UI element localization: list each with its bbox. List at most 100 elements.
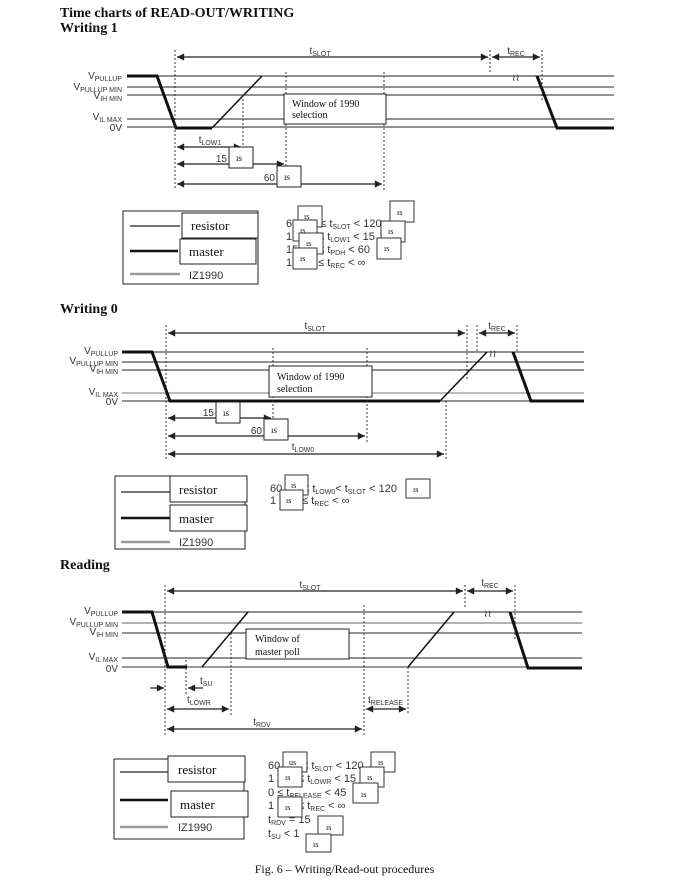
- svg-text:ıs: ıs: [285, 773, 290, 782]
- svg-text:0V: 0V: [106, 397, 119, 408]
- svg-text:ıs: ıs: [300, 254, 305, 263]
- legend-master-label: master: [179, 511, 214, 526]
- svg-text:ıs: ıs: [300, 226, 305, 235]
- svg-text:VIL MAX: VIL MAX: [89, 652, 119, 664]
- svg-text:ıs: ıs: [285, 803, 290, 812]
- legend-master-label: master: [189, 244, 224, 259]
- t-rec-label: tREC: [488, 321, 506, 333]
- svg-text:ıs: ıs: [236, 153, 243, 163]
- master-signal: [127, 74, 212, 130]
- unit-box: [276, 165, 302, 188]
- writing-1-diagram: VPULLUP VPULLUP MIN VIH MIN VIL MAX 0V ≀…: [73, 46, 614, 285]
- constraint-row: 1≤ tREC < ∞: [286, 257, 365, 270]
- voltage-level-labels: VPULLUP VPULLUP MIN VIH MIN VIL MAX 0V: [69, 346, 118, 408]
- constraint-row: 1≤ tREC < ∞: [268, 800, 345, 813]
- t-su-label: tSU: [200, 676, 213, 688]
- t-slot-label: tSLOT: [299, 580, 321, 592]
- unit-box: [263, 418, 289, 441]
- svg-text:ıs: ıs: [291, 481, 296, 490]
- legend-resistor-label: resistor: [178, 762, 217, 777]
- window-label-line1: Window of: [255, 634, 301, 645]
- svg-text:ıs: ıs: [397, 208, 402, 217]
- t-rec-label: tREC: [481, 578, 499, 590]
- t-slot-label: tSLOT: [309, 46, 331, 58]
- svg-text:ıs: ıs: [361, 790, 366, 799]
- legend: resistor master IZ1990: [113, 755, 249, 840]
- legend: resistor master IZ1990: [122, 210, 259, 285]
- svg-text:VIL MAX: VIL MAX: [93, 112, 123, 124]
- marker-60-value: 60: [264, 173, 276, 184]
- svg-text:ıs: ıs: [271, 425, 278, 435]
- writing-0-diagram: VPULLUP VPULLUP MIN VIH MIN VIL MAX 0V ≀…: [69, 321, 584, 550]
- legend-master-label: master: [180, 797, 215, 812]
- voltage-level-lines: [122, 611, 582, 668]
- legend-iz1990-label: IZ1990: [178, 822, 212, 834]
- break-mark: ≀≀: [484, 609, 492, 620]
- svg-text:VIL MAX: VIL MAX: [89, 387, 119, 399]
- svg-text:VPULLUP: VPULLUP: [88, 71, 122, 83]
- master-signal: [122, 610, 187, 669]
- resistor-signal: [439, 351, 488, 402]
- t-rec-label: tREC: [507, 46, 525, 58]
- unit-box: [228, 146, 254, 169]
- iz1990-signal-rise: [201, 611, 249, 668]
- legend-iz1990-label: IZ1990: [179, 537, 213, 549]
- timing-arrows: [150, 587, 513, 733]
- svg-text:ıs: ıs: [284, 172, 291, 182]
- constraint-row: 1≤ tREC < ∞: [270, 495, 349, 508]
- window-of-1990-selection-box: [283, 93, 387, 125]
- svg-text:VIH MIN: VIH MIN: [94, 91, 122, 103]
- timing-markers: [164, 585, 516, 735]
- t-release-label: tRELEASE: [368, 695, 403, 707]
- window-label-line2: selection: [277, 384, 313, 395]
- svg-text:VIH MIN: VIH MIN: [90, 627, 118, 639]
- constraint-unit-boxes: ıs ıs ıs ıs ıs ıs ıs: [292, 200, 415, 270]
- svg-text:ıs: ıs: [413, 485, 418, 494]
- window-of-1990-selection-box: [268, 365, 373, 398]
- voltage-level-labels: VPULLUP VPULLUP MIN VIH MIN VIL MAX 0V: [73, 71, 122, 134]
- window-label-line1: Window of 1990: [292, 99, 359, 110]
- marker-15-value: 15: [203, 408, 215, 419]
- window-label-line1: Window of 1990: [277, 372, 344, 383]
- svg-text:ıs: ıs: [326, 823, 331, 832]
- svg-text:ıs: ıs: [378, 758, 383, 767]
- t-low1-label: tLOW1: [199, 135, 222, 147]
- t-low0-label: tLOW0: [292, 442, 315, 454]
- figure-caption: Fig. 6 – Writing/Read-out procedures: [254, 862, 435, 876]
- svg-text:ıs: ıs: [388, 227, 393, 236]
- constraint-row: 1≤ tLOWR < 15: [268, 773, 356, 786]
- page-title: Time charts of READ-OUT/WRITING: [60, 6, 295, 21]
- heading-reading: Reading: [60, 558, 110, 573]
- constraint-row: tSU < 1: [268, 828, 299, 841]
- svg-text:ıs: ıs: [304, 212, 309, 221]
- constraint-row: 60≤ tLOW0< tSLOT < 120: [270, 483, 397, 496]
- reading-diagram: VPULLUP VPULLUP MIN VIH MIN VIL MAX 0V ≀…: [69, 578, 582, 853]
- svg-text:0V: 0V: [106, 664, 119, 675]
- constraint-unit-boxes: us ıs ıs ıs ıs ıs ıs ıs: [277, 751, 396, 853]
- svg-text:ıs: ıs: [367, 773, 372, 782]
- svg-text:0V: 0V: [110, 123, 123, 134]
- constraint-unit-boxes: ıs ıs ıs: [279, 474, 431, 511]
- t-rdv-label: tRDV: [253, 717, 271, 729]
- heading-writing-0: Writing 0: [60, 302, 118, 317]
- marker-60-value: 60: [251, 426, 263, 437]
- svg-text:ıs: ıs: [306, 239, 311, 248]
- svg-text:VPULLUP MIN: VPULLUP MIN: [69, 356, 118, 368]
- window-label-line2: master poll: [255, 647, 300, 658]
- svg-text:ıs: ıs: [223, 408, 230, 418]
- master-signal-next: [511, 351, 584, 403]
- voltage-level-labels: VPULLUP VPULLUP MIN VIH MIN VIL MAX 0V: [69, 606, 118, 675]
- svg-text:ıs: ıs: [313, 840, 318, 849]
- resistor-signal: [211, 75, 263, 129]
- t-slot-label: tSLOT: [304, 321, 326, 333]
- window-label-line2: selection: [292, 110, 328, 121]
- break-mark: ≀≀: [512, 73, 520, 84]
- constraints: 60≤ tSLOT < 120 1≤ tLOWR < 15 0 ≤ tRELEA…: [268, 760, 364, 841]
- unit-box: [215, 401, 241, 424]
- legend-resistor-label: resistor: [179, 482, 218, 497]
- svg-text:ıs: ıs: [384, 244, 389, 253]
- legend-resistor-label: resistor: [191, 218, 230, 233]
- constraint-row: 0 ≤ tRELEASE < 45: [268, 787, 346, 800]
- master-signal-next: [508, 611, 582, 670]
- master-signal: [122, 350, 440, 403]
